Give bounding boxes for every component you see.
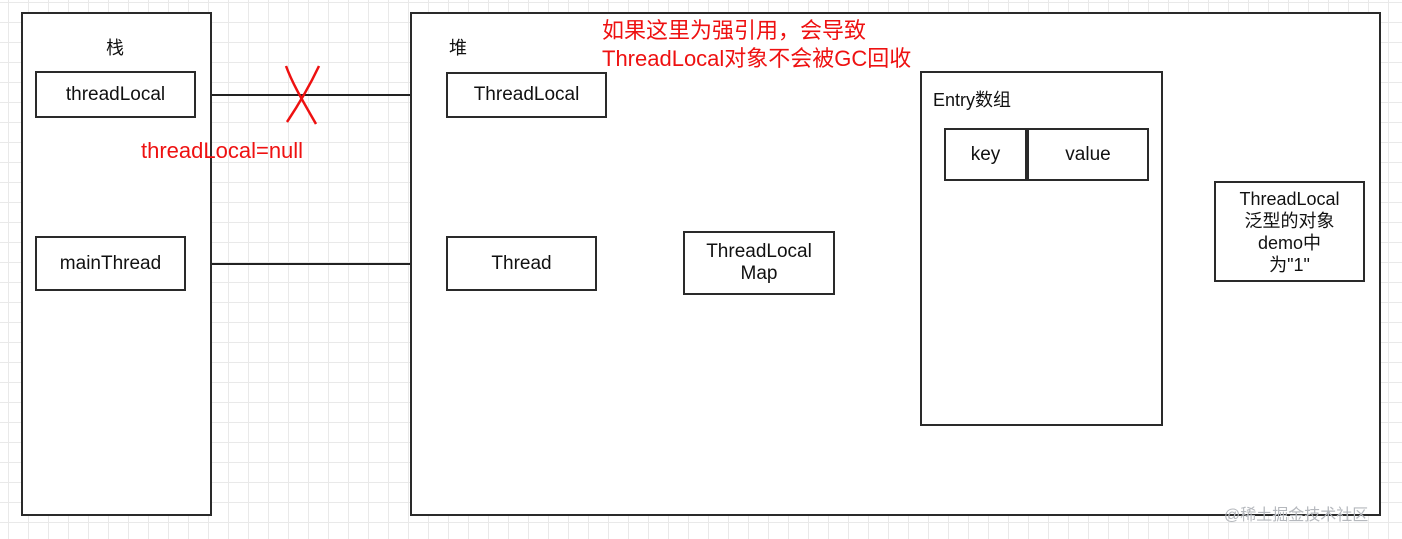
main-thread-variable-box: mainThread xyxy=(35,236,186,291)
entry-key-box: key xyxy=(944,128,1027,181)
entry-value-box: value xyxy=(1027,128,1149,181)
entry-array-container xyxy=(920,71,1163,426)
watermark: @稀土掘金技术社区 xyxy=(1224,507,1369,524)
thread-local-variable-box: threadLocal xyxy=(35,71,196,118)
strong-reference-note: 如果这里为强引用，会导致 ThreadLocal对象不会被GC回收 xyxy=(602,18,912,71)
thread-local-map-box: ThreadLocal Map xyxy=(683,231,835,295)
heap-title: 堆 xyxy=(449,38,467,58)
null-assignment-note: threadLocal=null xyxy=(141,138,304,163)
stack-title: 栈 xyxy=(106,38,124,58)
value-object-box: ThreadLocal 泛型的对象 demo中 为"1" xyxy=(1214,181,1365,282)
cross-mark-icon xyxy=(284,65,321,125)
entry-array-title: Entry数组 xyxy=(933,90,1012,110)
thread-object-box: Thread xyxy=(446,236,597,291)
thread-local-object-box: ThreadLocal xyxy=(446,72,607,118)
